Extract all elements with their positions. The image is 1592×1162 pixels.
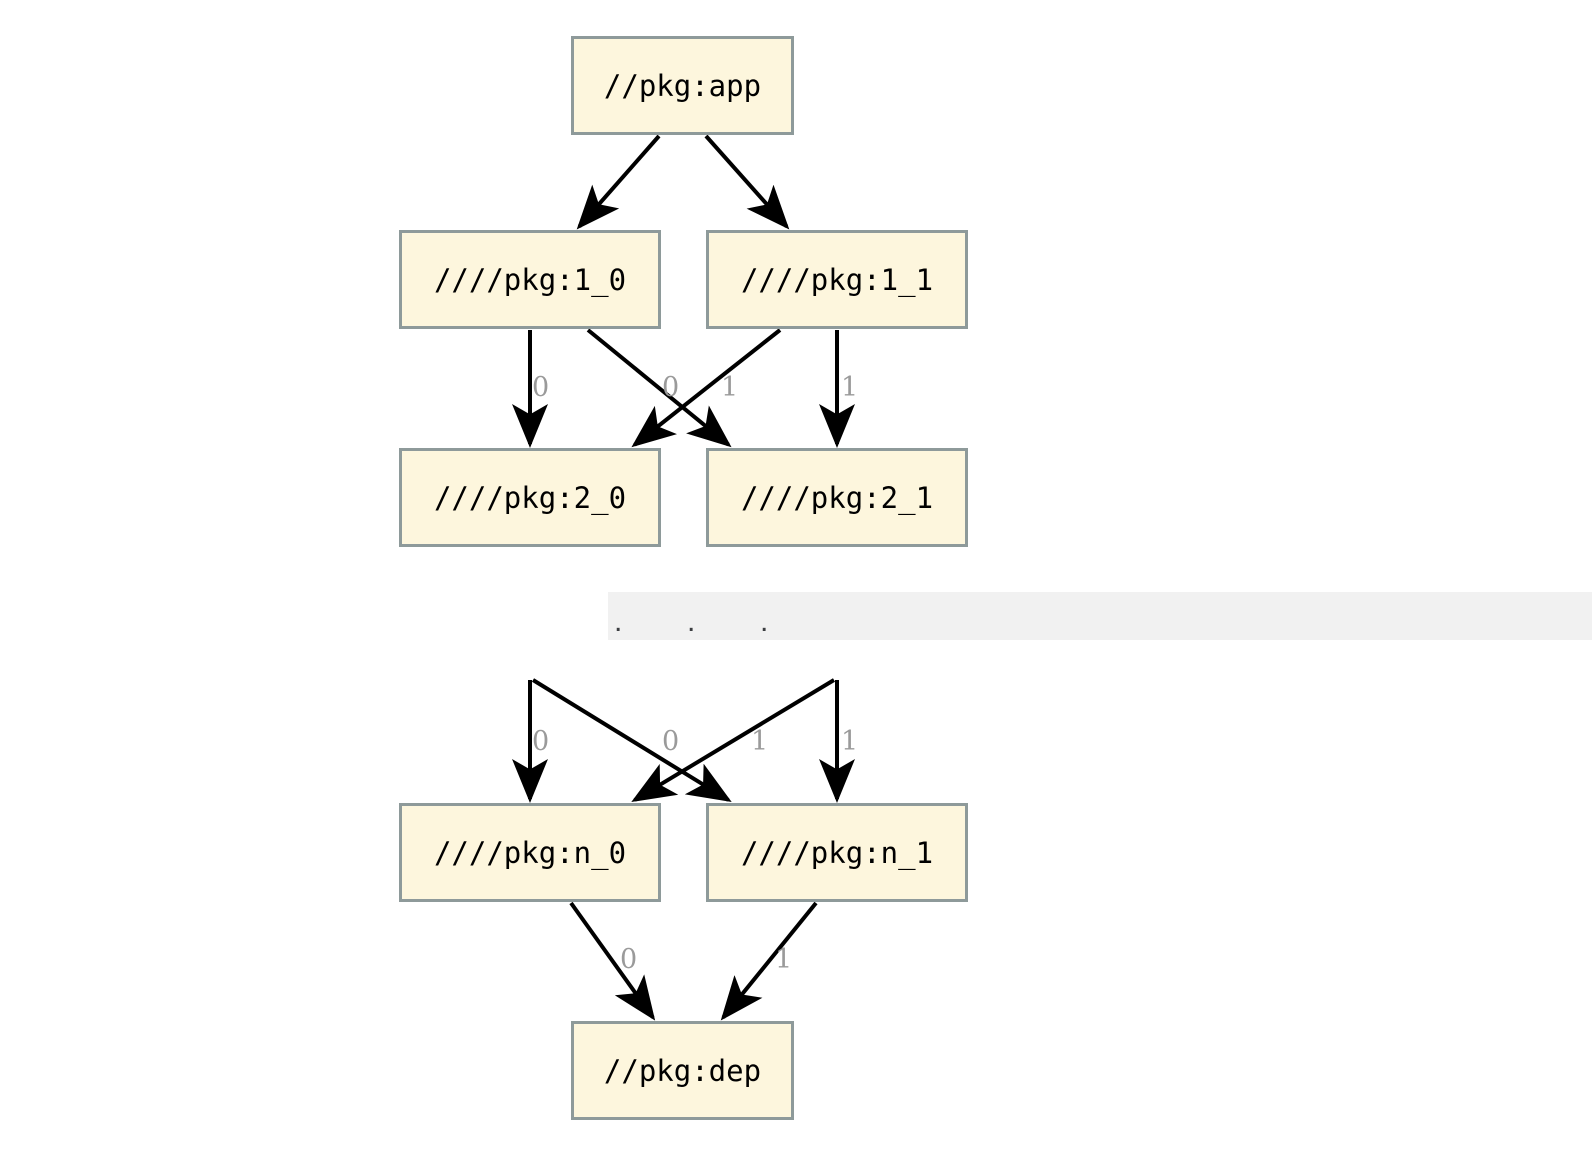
node-n2_1[interactable]: ////pkg:2_1 <box>706 448 968 547</box>
edge-label: 0 <box>532 372 550 403</box>
node-n2_0[interactable]: ////pkg:2_0 <box>399 448 661 547</box>
edge-elided-to-nn_1 <box>531 678 732 803</box>
edge-label: 0 <box>532 726 550 757</box>
node-label: ////pkg:1_1 <box>740 262 934 297</box>
edge-label: 0 <box>662 726 680 757</box>
edge-label: 0 <box>620 944 638 975</box>
edge-label: 1 <box>841 372 859 403</box>
node-label: ////pkg:n_1 <box>740 835 934 870</box>
node-nn_1[interactable]: ////pkg:n_1 <box>706 803 968 902</box>
edge-nn_1-to-dep <box>720 901 818 1021</box>
node-nn_0[interactable]: ////pkg:n_0 <box>399 803 661 902</box>
edge-n1_1-to-n2_0 <box>631 328 782 448</box>
node-n1_0[interactable]: ////pkg:1_0 <box>399 230 661 329</box>
edge-nn_0-to-dep <box>569 901 656 1021</box>
node-app[interactable]: //pkg:app <box>571 36 794 135</box>
edge-label: 1 <box>775 944 793 975</box>
node-label: ////pkg:2_1 <box>740 480 934 515</box>
edge-label: 0 <box>662 372 680 403</box>
node-label: ////pkg:n_0 <box>433 835 627 870</box>
node-dep[interactable]: //pkg:dep <box>571 1021 794 1120</box>
edge-n1_0-to-n2_1 <box>586 328 732 448</box>
edge-label: 1 <box>751 726 769 757</box>
edge-app-to-n1_1 <box>704 134 790 230</box>
edge-app-to-n1_0 <box>576 134 661 230</box>
edge-elided-to-nn_0 <box>631 678 836 803</box>
edge-group <box>512 134 855 1021</box>
node-n1_1[interactable]: ////pkg:1_1 <box>706 230 968 329</box>
node-label: //pkg:dep <box>603 1053 762 1088</box>
elision-dots: . . . <box>614 605 785 638</box>
elision-banner <box>608 592 1592 640</box>
node-label: ////pkg:1_0 <box>433 262 627 297</box>
node-label: ////pkg:2_0 <box>433 480 627 515</box>
edge-label: 1 <box>721 372 739 403</box>
node-label: //pkg:app <box>603 68 762 103</box>
edge-label: 1 <box>841 726 859 757</box>
